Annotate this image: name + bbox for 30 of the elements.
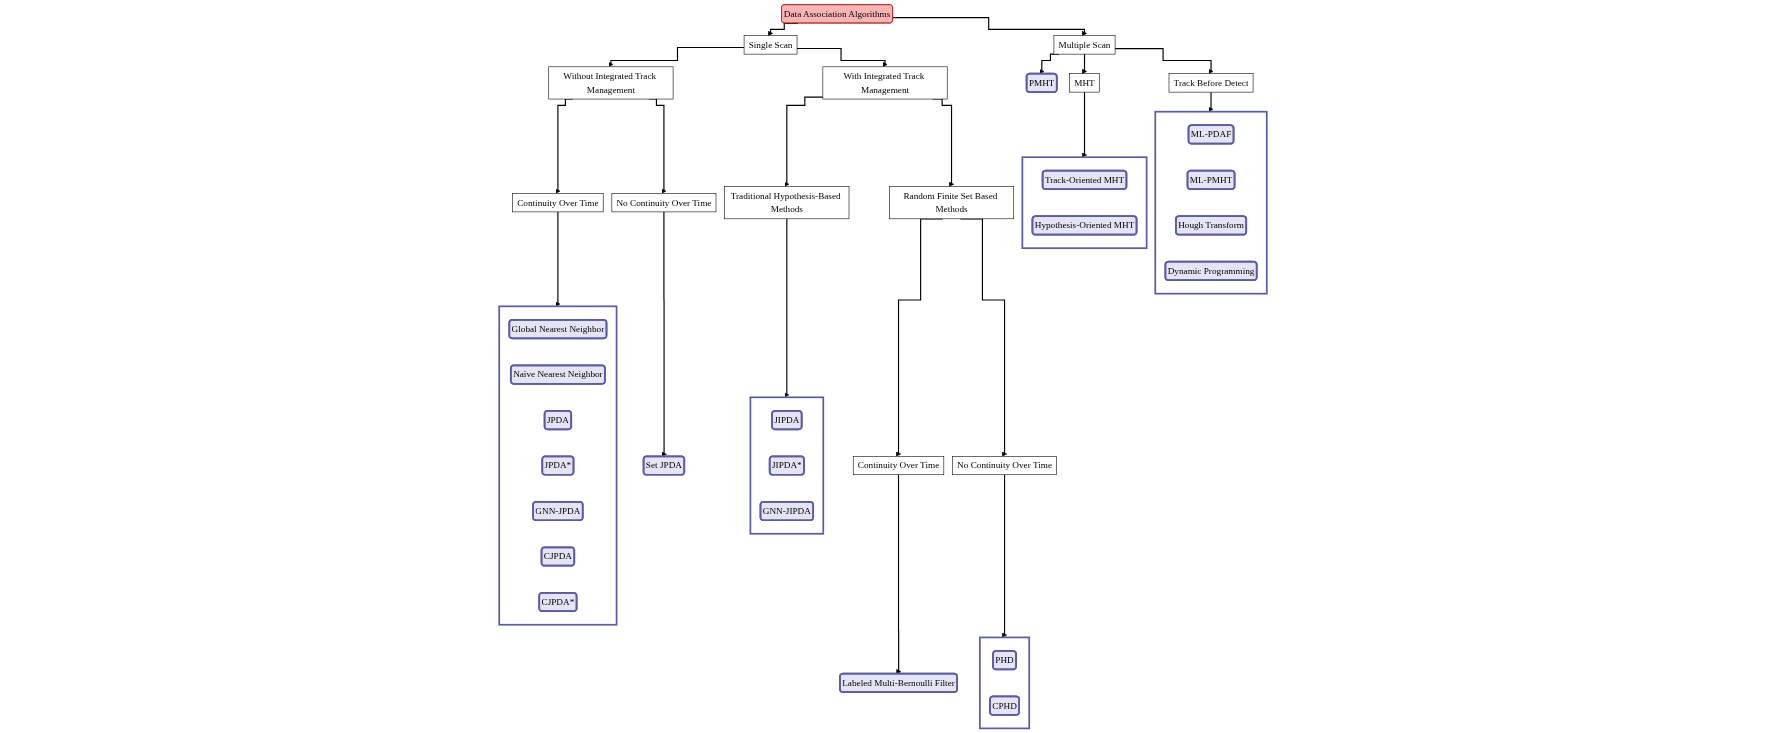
arrow <box>1114 48 1214 74</box>
arrow <box>1081 53 1088 74</box>
cluster <box>979 636 1031 730</box>
arrow <box>892 17 1088 36</box>
cluster <box>498 305 618 626</box>
node-box: Single Scan <box>743 35 798 55</box>
arrow <box>784 96 824 187</box>
arrow <box>1081 91 1088 158</box>
arrow <box>1208 91 1214 112</box>
node-box: Traditional Hypothesis-Based Methods <box>724 186 850 220</box>
cluster <box>1021 156 1148 250</box>
node-box: MHT <box>1069 73 1100 93</box>
node-box: Multiple Scan <box>1053 35 1116 55</box>
arrow <box>796 47 888 67</box>
node-box: Continuity Over Time <box>852 456 945 476</box>
arrow <box>608 46 745 67</box>
arrow <box>1002 474 1008 638</box>
cluster <box>1154 110 1268 295</box>
node-box: Without Integrated Track Management <box>548 66 674 100</box>
node-box: No Continuity Over Time <box>952 456 1057 476</box>
node-box: Track Before Detect <box>1168 73 1254 93</box>
arrow <box>661 211 667 457</box>
node-box: With Integrated Track Management <box>822 66 948 100</box>
cluster <box>749 396 825 535</box>
arrow <box>896 474 902 675</box>
arrow <box>555 211 561 307</box>
node-box: Continuity Over Time <box>512 193 604 213</box>
node-box: No Continuity Over Time <box>611 193 717 213</box>
arrow <box>784 218 790 398</box>
node-box: Random Finite Set Based Methods <box>889 186 1014 220</box>
